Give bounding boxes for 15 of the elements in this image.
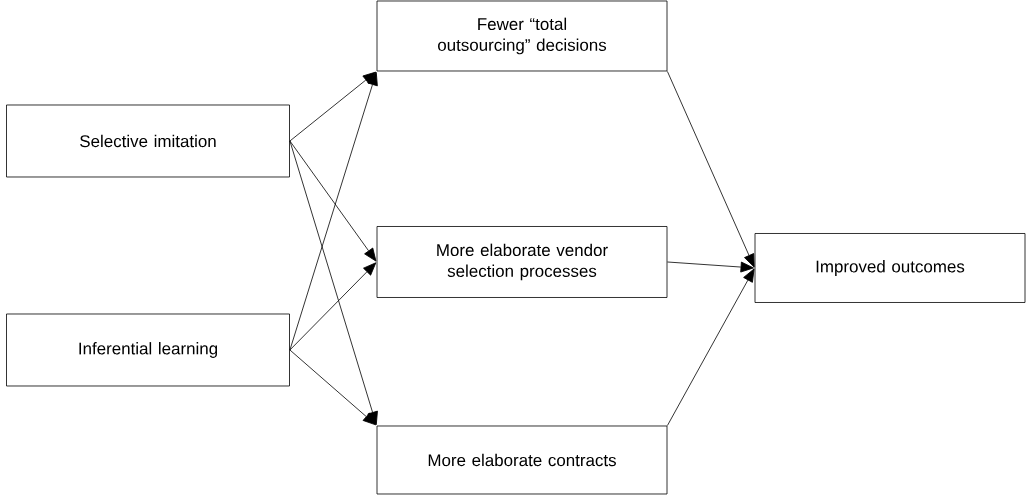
arrow [289,71,377,142]
arrow [289,262,377,351]
arrow [667,268,755,426]
process-box: More elaborate contracts [376,425,668,495]
process-box: Inferential learning [6,313,290,387]
process-box: Selective imitation [6,104,290,178]
process-box: Fewer “total outsourcing” decisions [376,0,668,72]
arrow [289,140,377,262]
arrow [289,349,377,426]
arrow [289,140,378,425]
process-box: Improved outcomes [754,233,1026,303]
arrow [667,71,755,268]
process-box: More elaborate vendor selection processes [376,226,668,298]
arrow [289,72,378,351]
arrow [667,261,754,273]
